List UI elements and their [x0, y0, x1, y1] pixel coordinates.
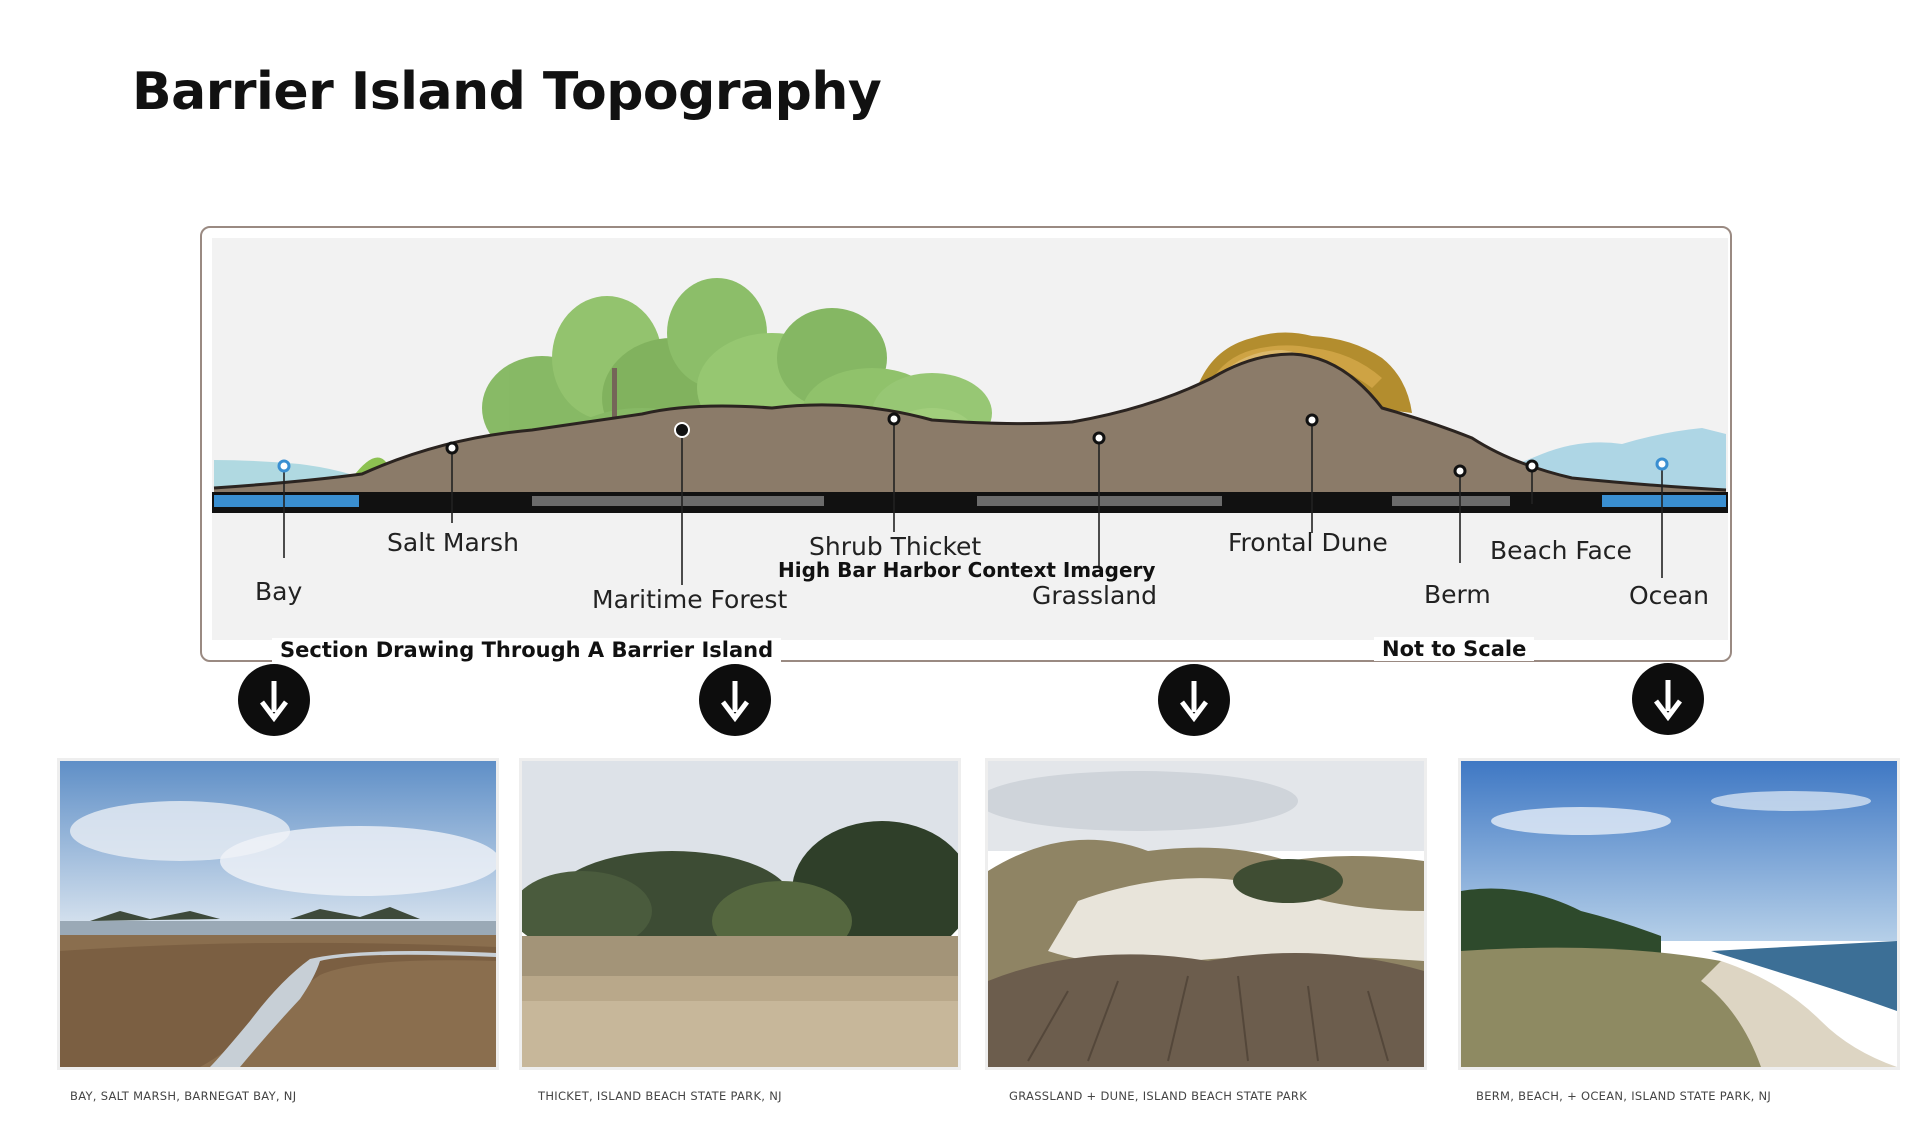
zone-label-berm: Berm: [1424, 580, 1491, 609]
section-drawing-caption: Section Drawing Through A Barrier Island: [272, 638, 782, 662]
page-title: Barrier Island Topography: [132, 62, 882, 122]
photo-grassland-dune: [985, 758, 1427, 1070]
zone-label-grassland: Grassland: [1032, 581, 1157, 610]
arrow-down-button-grassland[interactable]: [1158, 664, 1230, 736]
zone-label-ocean: Ocean: [1629, 581, 1709, 610]
section-drawing: [212, 238, 1728, 640]
zone-label-salt-marsh: Salt Marsh: [387, 528, 519, 557]
photo-caption-bay: BAY, SALT MARSH, BARNEGAT BAY, NJ: [70, 1089, 297, 1103]
arrow-down-icon: [1180, 681, 1208, 722]
photo-caption-thicket: THICKET, ISLAND BEACH STATE PARK, NJ: [538, 1089, 782, 1103]
zone-label-bay: Bay: [255, 577, 303, 606]
ground-profile: [214, 354, 1726, 500]
zone-label-frontal-dune: Frontal Dune: [1228, 528, 1388, 557]
arrow-down-button-thicket[interactable]: [699, 664, 771, 736]
arrow-down-button-bay[interactable]: [238, 664, 310, 736]
zone-label-beach-face: Beach Face: [1490, 536, 1632, 565]
arrow-down-icon: [1654, 680, 1682, 721]
photo-caption-grassland: GRASSLAND + DUNE, ISLAND BEACH STATE PAR…: [1009, 1089, 1308, 1103]
photo-berm-beach-ocean: [1458, 758, 1900, 1070]
zone-label-shrub-thicket: Shrub Thicket: [809, 532, 982, 561]
zone-label-maritime-forest: Maritime Forest: [592, 585, 788, 614]
arrow-down-icon: [721, 681, 749, 722]
scale-caption: Not to Scale: [1374, 637, 1535, 661]
arrow-down-button-ocean[interactable]: [1632, 663, 1704, 735]
arrow-down-icon: [260, 681, 288, 722]
photo-thicket: [519, 758, 961, 1070]
photo-caption-berm: BERM, BEACH, + OCEAN, ISLAND STATE PARK,…: [1476, 1089, 1772, 1103]
context-imagery-caption: High Bar Harbor Context Imagery: [778, 558, 1156, 582]
photo-bay-salt-marsh: [57, 758, 499, 1070]
